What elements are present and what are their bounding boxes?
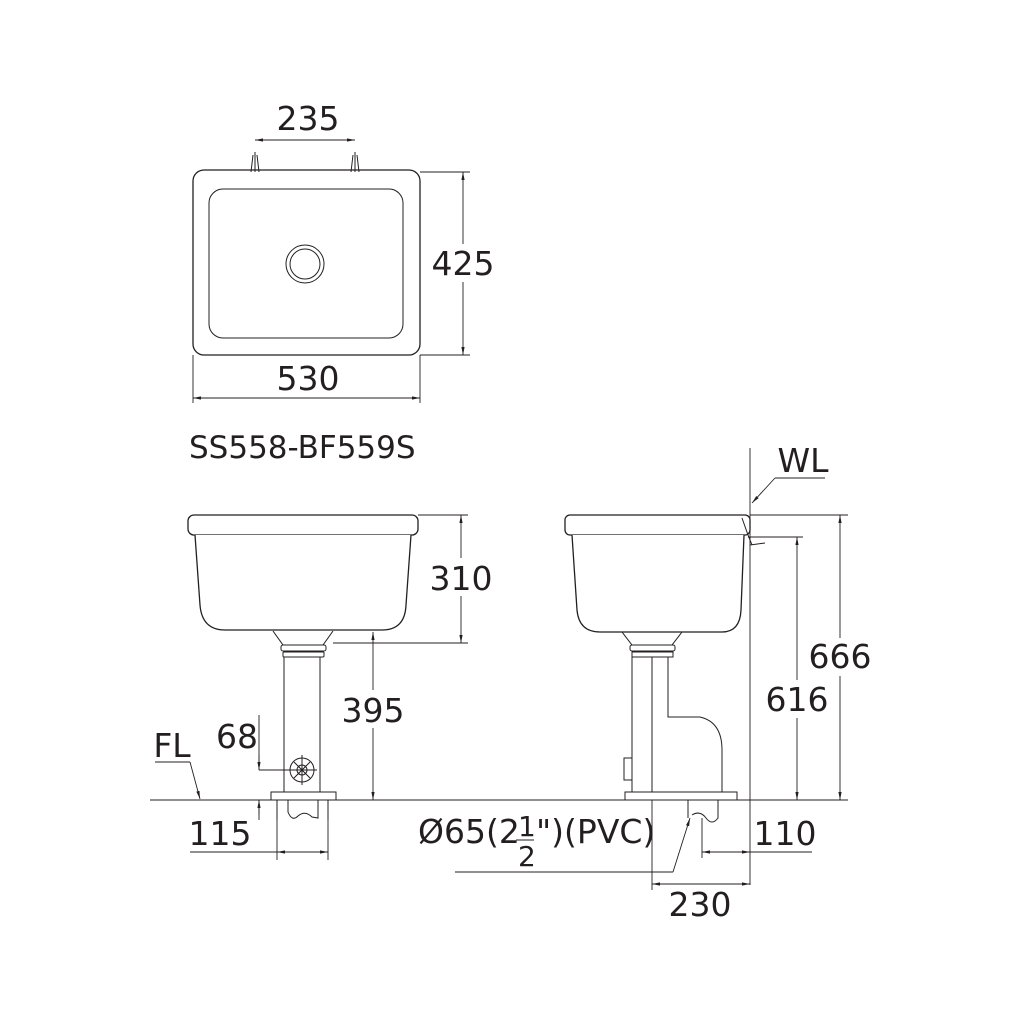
pipe-spec-frac-den: 2 <box>518 840 536 873</box>
drain-flange-side-2 <box>631 651 674 658</box>
drain-flange <box>280 644 327 652</box>
dim-trap-from-wall: 230 <box>669 885 732 924</box>
extension-lines-530 <box>192 355 421 403</box>
dim-width: 530 <box>277 359 340 398</box>
dim-line-68 <box>258 715 290 820</box>
sink-rim-side <box>564 514 751 536</box>
floor-level-label: FL <box>153 726 191 765</box>
front-view: 310 395 68 115 FL <box>153 514 493 860</box>
valve-side-icon <box>623 757 633 781</box>
sink-rim-front <box>187 514 419 536</box>
fl-arrow <box>189 761 201 800</box>
valve-icon <box>287 755 317 785</box>
faucet-holes-icon <box>250 152 360 173</box>
top-view: 235 425 530 <box>192 99 495 403</box>
extension-lines-115 <box>190 800 329 860</box>
floor-pipe-side <box>687 800 719 823</box>
dim-valve-height: 68 <box>216 717 258 756</box>
side-view: WL 666 616 110 230 Ø65(2 1 2 ")(PVC) <box>418 441 874 924</box>
pipe-spec-suffix: ")(PVC) <box>536 812 655 851</box>
dim-pipe-from-wall: 110 <box>754 814 817 853</box>
label-bg <box>806 638 874 676</box>
dim-total-height: 666 <box>809 637 872 676</box>
base-plate-front <box>270 791 337 801</box>
trap-pipe-side <box>631 657 723 792</box>
dim-depth: 425 <box>432 244 495 283</box>
model-number: SS558-BF559S <box>189 430 416 466</box>
water-line-label: WL <box>777 441 829 480</box>
dim-faucet-spacing: 235 <box>277 99 340 138</box>
drain-cone <box>272 630 334 646</box>
wl-arrow <box>751 477 776 504</box>
drain-outer-icon <box>285 244 325 284</box>
pipe-spec-arrow <box>672 817 691 873</box>
pipe-spec-prefix: Ø65(2 <box>418 812 520 851</box>
dim-drain-height: 395 <box>342 691 405 730</box>
faucet-spout-icon <box>741 517 766 546</box>
label-bg <box>340 690 406 728</box>
sink-bowl-side <box>571 534 745 633</box>
dim-bowl-height: 310 <box>430 559 493 598</box>
basin-inner-top <box>208 188 404 339</box>
floor-pipe-front <box>276 800 329 820</box>
dim-spout-height: 616 <box>766 680 829 719</box>
base-plate-side <box>624 791 738 801</box>
sink-outline-top <box>192 169 421 356</box>
drain-flange-2 <box>282 651 325 658</box>
label-bg <box>764 680 830 718</box>
pipe-spec-frac-num: 1 <box>518 810 536 843</box>
label-bg <box>430 558 492 596</box>
dim-pipe-offset: 115 <box>189 814 252 853</box>
drain-flange-side <box>629 644 676 652</box>
drain-cone-side <box>621 631 683 646</box>
label-bg <box>432 244 494 282</box>
sink-bowl-front <box>194 534 412 631</box>
drain-inner-icon <box>289 248 321 280</box>
pipe-spec-label: Ø65(2 1 2 ")(PVC) <box>418 810 655 873</box>
